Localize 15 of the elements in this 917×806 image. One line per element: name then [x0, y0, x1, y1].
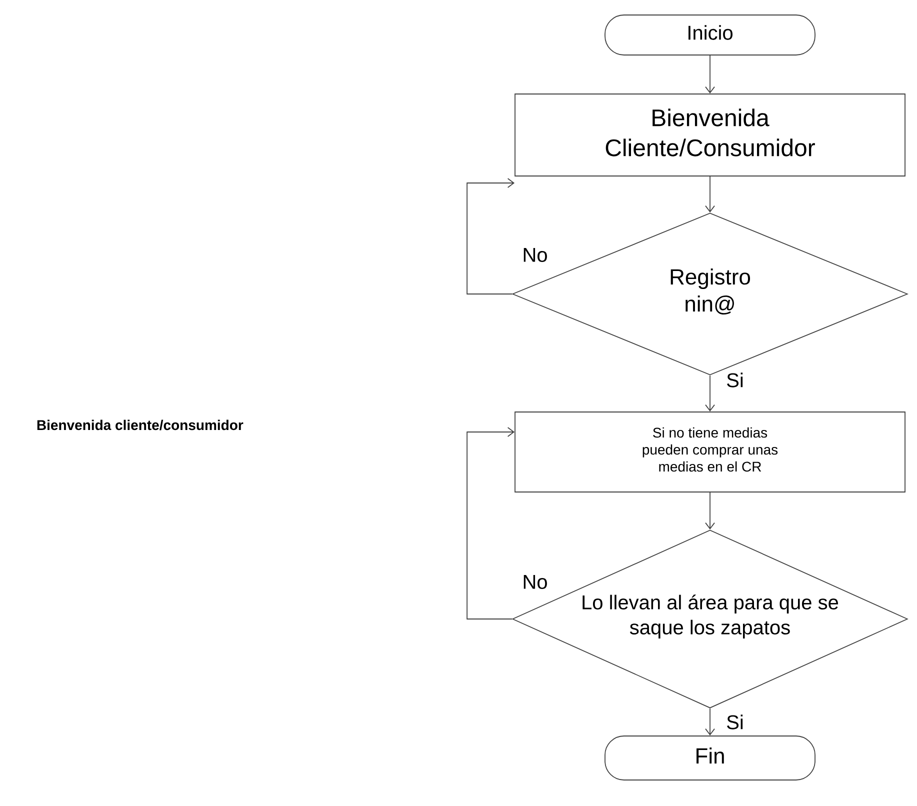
edge-label: Si	[725, 714, 745, 730]
process-box: Si no tiene medias pueden comprar unas medias en el CR	[514, 412, 906, 492]
arrow	[705, 492, 715, 530]
arrow	[705, 55, 715, 94]
side-label: Bienvenida cliente/consumidor	[37, 420, 244, 430]
arrow	[466, 427, 515, 620]
terminal-box: Fin	[604, 736, 816, 780]
arrow	[705, 375, 715, 412]
process-box: Bienvenida Cliente/Consumidor	[514, 94, 906, 176]
edge-label: No	[521, 247, 549, 263]
arrow	[466, 178, 515, 294]
edge-label: No	[521, 574, 549, 590]
arrow	[705, 708, 715, 736]
terminal-box: Inicio	[604, 14, 816, 56]
arrow	[705, 176, 715, 213]
